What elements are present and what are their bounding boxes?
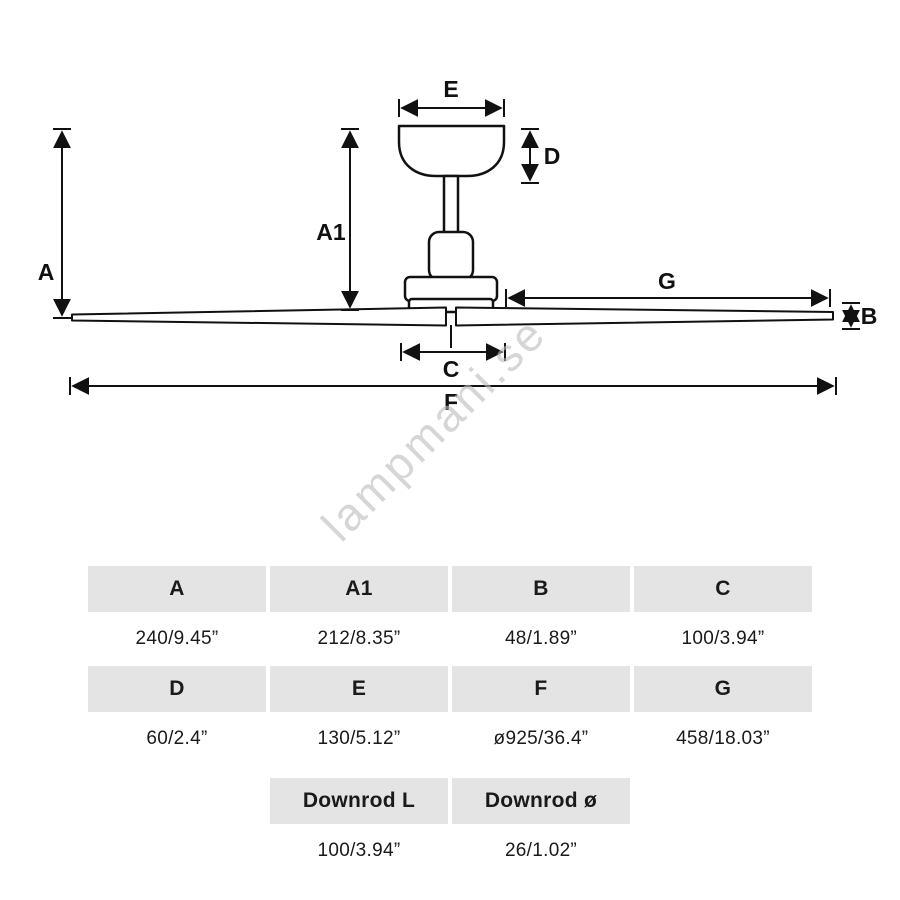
fan-canopy	[397, 124, 506, 178]
spec-value-b: 48/1.89”	[452, 616, 630, 662]
spec-value-c: 100/3.94”	[634, 616, 812, 662]
dim-label-b: B	[861, 303, 878, 329]
dim-label-e: E	[443, 76, 458, 102]
spec-value-a: 240/9.45”	[88, 616, 266, 662]
dim-label-g: G	[658, 268, 676, 294]
fan-motor-housing	[403, 275, 499, 303]
dim-label-c: C	[443, 356, 460, 382]
spec-header-b: B	[452, 566, 630, 612]
spec-header-d: D	[88, 666, 266, 712]
dim-label-d: D	[544, 143, 561, 169]
fan-blade-right	[455, 306, 834, 327]
spec-header-c: C	[634, 566, 812, 612]
spec-value-downrod-l: 100/3.94”	[270, 828, 448, 874]
spec-header-downrod-l: Downrod L	[270, 778, 448, 824]
spec-value-a1: 212/8.35”	[270, 616, 448, 662]
spec-value-d: 60/2.4”	[88, 716, 266, 762]
spec-value-e: 130/5.12”	[270, 716, 448, 762]
spec-header-e: E	[270, 666, 448, 712]
dim-label-a1: A1	[316, 219, 346, 245]
spec-value-f: ø925/36.4”	[452, 716, 630, 762]
spec-table: A A1 B C 240/9.45” 212/8.35” 48/1.89” 10…	[88, 566, 812, 878]
dimension-lines	[53, 99, 860, 395]
fan-blade-left	[71, 306, 447, 327]
fan-drawing	[71, 124, 834, 348]
fan-downrod	[442, 174, 460, 236]
spec-value-g: 458/18.03”	[634, 716, 812, 762]
dim-label-a: A	[38, 259, 55, 285]
watermark: lampmani.se	[311, 306, 556, 551]
spec-header-downrod-diameter: Downrod ø	[452, 778, 630, 824]
spec-header-g: G	[634, 666, 812, 712]
spec-header-f: F	[452, 666, 630, 712]
fan-motor-mount	[427, 230, 475, 282]
spec-header-a: A	[88, 566, 266, 612]
fan-dimension-diagram: E D A1 A G B C F lampmani.se	[38, 76, 878, 551]
spec-row-group-3: Downrod L Downrod ø 100/3.94” 26/1.02”	[88, 778, 812, 874]
spec-row-group-2: D E F G 60/2.4” 130/5.12” ø925/36.4” 458…	[88, 666, 812, 762]
spec-row-group-1: A A1 B C 240/9.45” 212/8.35” 48/1.89” 10…	[88, 566, 812, 662]
spec-value-downrod-diameter: 26/1.02”	[452, 828, 630, 874]
spec-header-a1: A1	[270, 566, 448, 612]
dim-label-f: F	[444, 389, 458, 415]
